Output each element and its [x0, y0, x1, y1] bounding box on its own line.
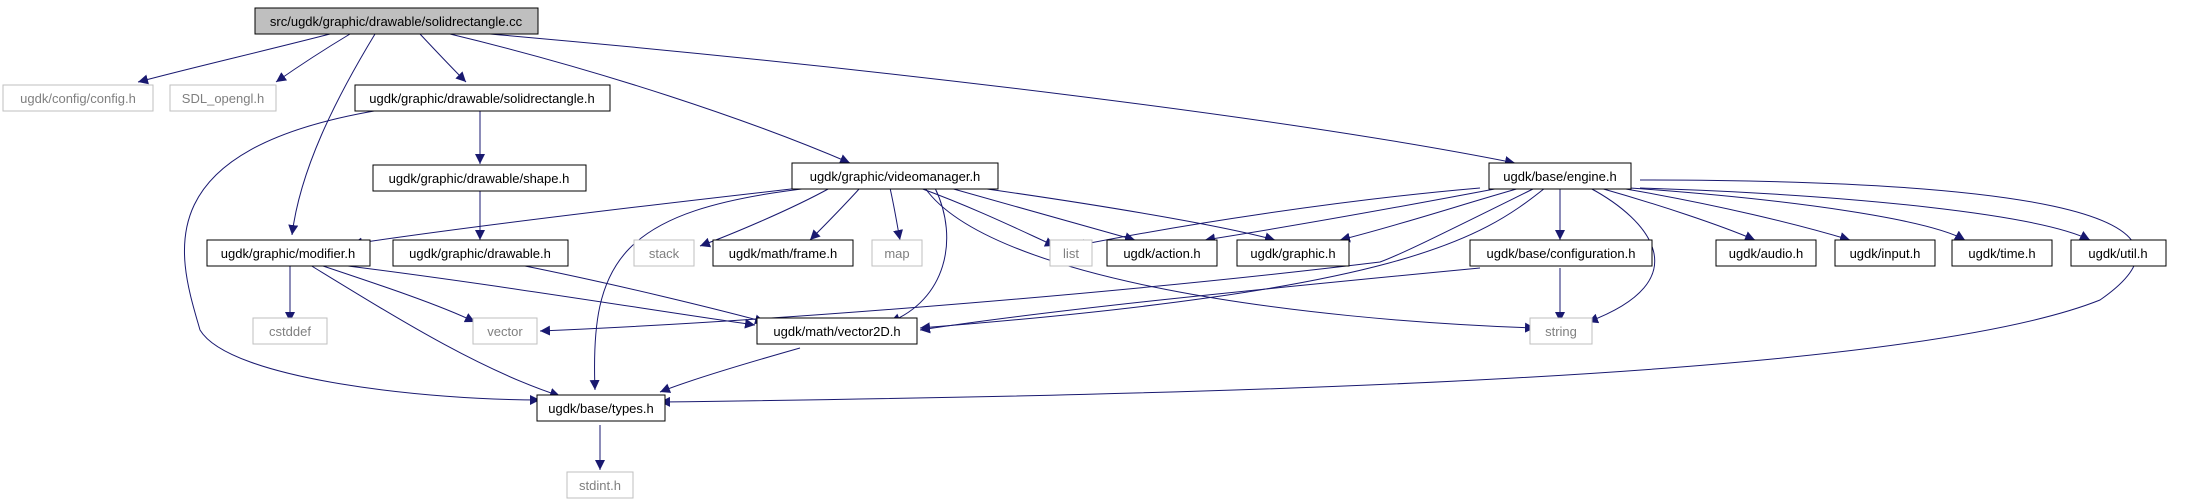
edge-engine-to-types — [659, 179, 2138, 407]
node-label: ugdk/graphic/drawable/shape.h — [389, 171, 570, 186]
node-root-file[interactable]: src/ugdk/graphic/drawable/solidrectangle… — [254, 7, 539, 35]
node-vector2d-h[interactable]: ugdk/math/vector2D.h — [756, 317, 918, 345]
edge-videomanager-to-types — [589, 187, 811, 391]
node-label: ugdk/action.h — [1123, 246, 1200, 261]
node-shape-h[interactable]: ugdk/graphic/drawable/shape.h — [372, 164, 587, 192]
edge-engine-to-audio — [1599, 187, 1756, 241]
edge-root-to-videomanager — [449, 33, 851, 164]
nodes: src/ugdk/graphic/drawable/solidrectangle… — [2, 7, 2167, 499]
edge-engine-to-vector2d — [919, 187, 1546, 333]
node-label: SDL_opengl.h — [182, 91, 264, 106]
node-config-h: ugdk/config/config.h — [2, 84, 154, 112]
edge-videomanager-to-frame — [809, 187, 861, 241]
node-label: ugdk/graphic/drawable.h — [409, 246, 551, 261]
node-drawable-h[interactable]: ugdk/graphic/drawable.h — [392, 239, 569, 267]
edge-modifier-to-vector — [319, 264, 476, 323]
node-label: vector — [487, 324, 523, 339]
node-label: ugdk/graphic.h — [1250, 246, 1335, 261]
edge-videomanager-to-modifier — [351, 187, 801, 248]
edge-configuration-to-vector2d — [919, 267, 1481, 334]
node-label: src/ugdk/graphic/drawable/solidrectangle… — [270, 14, 523, 29]
edge-videomanager-to-list — [919, 187, 1056, 247]
edge-engine-to-action — [1204, 187, 1501, 244]
edge-engine-to-input — [1619, 187, 1851, 242]
edge-engine-to-list — [1074, 187, 1481, 249]
edge-modifier-to-types — [309, 264, 561, 398]
node-label: ugdk/base/configuration.h — [1487, 246, 1636, 261]
node-map: map — [871, 239, 923, 267]
node-vector: vector — [472, 317, 538, 345]
edge-vector2d-to-types — [659, 347, 801, 393]
edge-engine-to-vector — [539, 187, 1536, 336]
edge-videomanager-to-map — [889, 187, 903, 241]
node-graphic-h[interactable]: ugdk/graphic.h — [1236, 239, 1350, 267]
node-solidrectangle-h[interactable]: ugdk/graphic/drawable/solidrectangle.h — [354, 84, 611, 112]
edge-videomanager-to-graphic — [979, 187, 1276, 243]
node-label: stdint.h — [579, 478, 621, 493]
node-videomanager-h[interactable]: ugdk/graphic/videomanager.h — [791, 162, 999, 190]
edge-drawable-to-vector2d — [519, 264, 766, 325]
node-engine-h[interactable]: ugdk/base/engine.h — [1488, 162, 1632, 190]
edge-root-to-sdl-opengl — [275, 33, 351, 83]
node-time-h[interactable]: ugdk/time.h — [1951, 239, 2053, 267]
node-stdint-h: stdint.h — [566, 471, 634, 499]
node-label: ugdk/graphic/drawable/solidrectangle.h — [369, 91, 594, 106]
node-string: string — [1529, 317, 1593, 345]
node-cstddef: cstddef — [252, 317, 328, 345]
node-action-h[interactable]: ugdk/action.h — [1106, 239, 1218, 267]
edge-solidrectangle-h-to-types — [183, 109, 541, 405]
node-label: ugdk/math/vector2D.h — [773, 324, 900, 339]
node-label: ugdk/base/types.h — [548, 401, 654, 416]
node-sdl-opengl-h: SDL_opengl.h — [169, 84, 277, 112]
edge-engine-to-string — [1587, 187, 1656, 324]
node-types-h[interactable]: ugdk/base/types.h — [536, 394, 666, 422]
node-list: list — [1049, 239, 1093, 267]
node-configuration-h[interactable]: ugdk/base/configuration.h — [1469, 239, 1653, 267]
node-label: ugdk/util.h — [2088, 246, 2147, 261]
edge-engine-to-graphic — [1339, 187, 1521, 243]
edge-modifier-to-vector2d — [339, 264, 756, 329]
edge-root-to-modifier — [288, 33, 376, 236]
edge-root-to-config — [137, 33, 331, 85]
node-stack: stack — [633, 239, 695, 267]
node-label: ugdk/math/frame.h — [729, 246, 837, 261]
edge-videomanager-to-string — [924, 187, 1536, 333]
node-label: ugdk/audio.h — [1729, 246, 1803, 261]
node-label: map — [884, 246, 909, 261]
edge-root-to-solidrectangle-h — [419, 33, 467, 83]
node-label: ugdk/config/config.h — [20, 91, 136, 106]
node-label: list — [1063, 246, 1079, 261]
node-label: ugdk/base/engine.h — [1503, 169, 1616, 184]
node-util-h[interactable]: ugdk/util.h — [2070, 239, 2167, 267]
node-label: ugdk/graphic/videomanager.h — [810, 169, 981, 184]
edge-videomanager-to-stack — [699, 187, 831, 248]
node-label: ugdk/input.h — [1850, 246, 1921, 261]
edge-engine-to-time — [1629, 187, 1966, 241]
edge-engine-to-util — [1639, 187, 2091, 241]
node-label: cstddef — [269, 324, 311, 339]
edge-videomanager-to-action — [949, 187, 1136, 243]
node-frame-h[interactable]: ugdk/math/frame.h — [712, 239, 854, 267]
node-audio-h[interactable]: ugdk/audio.h — [1715, 239, 1817, 267]
edge-root-to-engine — [489, 33, 1516, 166]
node-label: ugdk/graphic/modifier.h — [221, 246, 355, 261]
node-input-h[interactable]: ugdk/input.h — [1834, 239, 1936, 267]
edges — [137, 33, 2138, 470]
node-modifier-h[interactable]: ugdk/graphic/modifier.h — [206, 239, 371, 267]
node-label: stack — [649, 246, 680, 261]
node-label: string — [1545, 324, 1577, 339]
node-label: ugdk/time.h — [1968, 246, 2035, 261]
